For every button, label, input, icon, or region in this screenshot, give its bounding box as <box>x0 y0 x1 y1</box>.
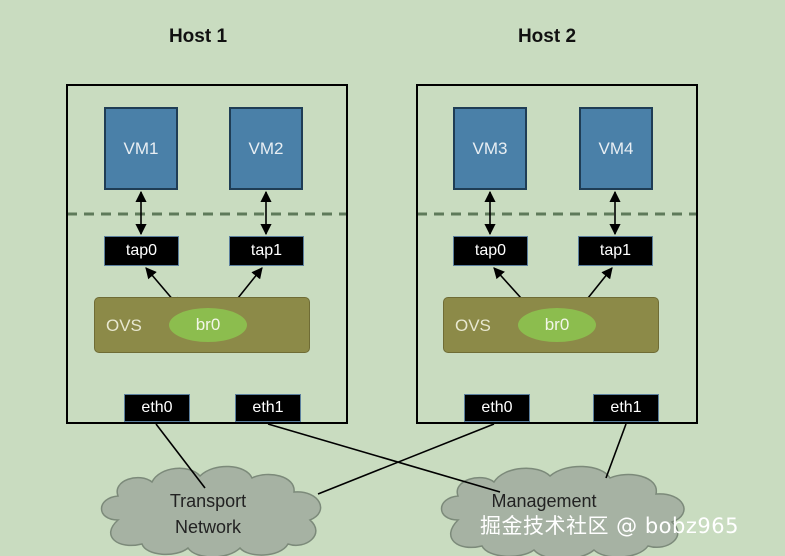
host2-eth0: eth0 <box>464 394 530 422</box>
vm3-box: VM3 <box>453 107 527 190</box>
host1-eth1: eth1 <box>235 394 301 422</box>
link-h1-eth1-management <box>267 423 501 493</box>
host1-title: Host 1 <box>168 26 228 47</box>
host1-ovs: OVS br0 <box>94 297 310 353</box>
link-h2-eth1-management <box>605 423 627 479</box>
host2-box <box>416 84 698 424</box>
host1-bridge: br0 <box>169 308 247 342</box>
management-label-line1: Management <box>491 491 597 511</box>
transport-network-label: Transport Network <box>138 488 278 540</box>
transport-network-cloud <box>100 465 322 556</box>
host1-eth0: eth0 <box>124 394 190 422</box>
host1-box <box>66 84 348 424</box>
host2-tap1: tap1 <box>578 236 653 266</box>
host2-tap0: tap0 <box>453 236 528 266</box>
vm2-box: VM2 <box>229 107 303 190</box>
host2-ovs: OVS br0 <box>443 297 659 353</box>
management-network-label: Management <box>472 488 616 514</box>
host1-ovs-label: OVS <box>106 316 142 335</box>
link-h1-eth0-transport <box>155 423 206 489</box>
vm4-box: VM4 <box>579 107 653 190</box>
host2-ovs-label: OVS <box>455 316 491 335</box>
host1-tap0: tap0 <box>104 236 179 266</box>
host2-bridge: br0 <box>518 308 596 342</box>
host2-eth1: eth1 <box>593 394 659 422</box>
link-h2-eth0-transport <box>317 423 495 495</box>
transport-label-line1: Transport <box>169 491 247 511</box>
watermark: 掘金技术社区 @ bobz965 <box>480 514 739 538</box>
transport-label-line2: Network <box>174 517 241 537</box>
host2-title: Host 2 <box>517 26 577 47</box>
management-cloud <box>440 465 685 556</box>
host1-tap1: tap1 <box>229 236 304 266</box>
vm1-box: VM1 <box>104 107 178 190</box>
